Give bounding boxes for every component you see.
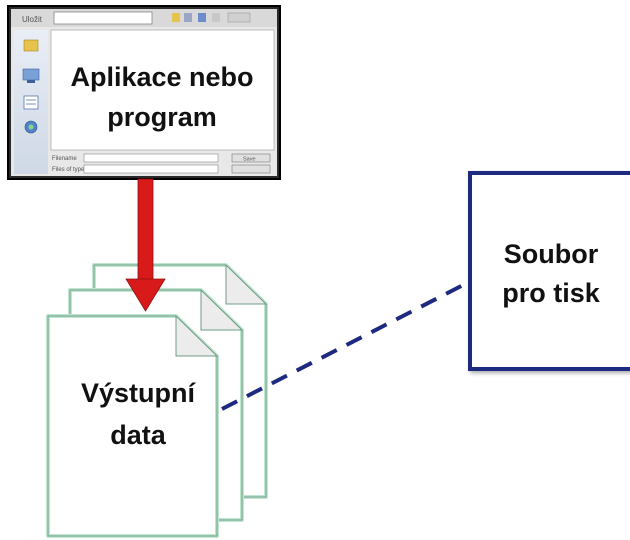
toolbar-icon-5 — [227, 12, 251, 23]
red-arrow-head — [125, 278, 166, 312]
spool-file-frame — [468, 171, 630, 371]
cancel-button — [231, 164, 271, 174]
filetype-label: Files of type — [52, 167, 85, 173]
toolbar-icon-4 — [212, 13, 220, 22]
file-list-pane — [50, 29, 275, 151]
network-icon — [24, 120, 38, 134]
spool-label-line2: pro tisk — [502, 278, 601, 308]
filetype-field — [83, 164, 219, 174]
desktop-icon — [22, 68, 40, 83]
application-window: Uložit Filename Files of type — [7, 5, 281, 180]
application-label-line1: Aplikace nebo — [70, 62, 253, 92]
spool-label-line1: Soubor — [504, 239, 599, 269]
toolbar-icon-1 — [172, 13, 180, 22]
output-label-line2: data — [110, 420, 167, 450]
save-button-label: Save — [243, 157, 256, 163]
toolbar-label: Uložit — [22, 15, 43, 24]
spool-file-box: Soubor pro tisk — [468, 171, 630, 371]
filename-field — [83, 153, 219, 163]
red-arrow — [125, 178, 166, 312]
documents-icon — [23, 95, 39, 110]
save-button — [231, 153, 271, 163]
output-label-line1: Výstupní — [81, 378, 197, 408]
toolbar-icon-2 — [184, 13, 192, 22]
folder-icon — [23, 39, 39, 52]
red-arrow-shaft — [137, 178, 154, 282]
dashed-connector — [221, 280, 470, 411]
output-page-front — [46, 314, 219, 538]
output-pages-stack: Výstupní data — [46, 263, 268, 538]
filename-label: Filename — [52, 156, 77, 162]
application-label-line2: program — [107, 102, 217, 132]
toolbar-icon-3 — [198, 13, 206, 22]
path-combo — [53, 11, 153, 25]
